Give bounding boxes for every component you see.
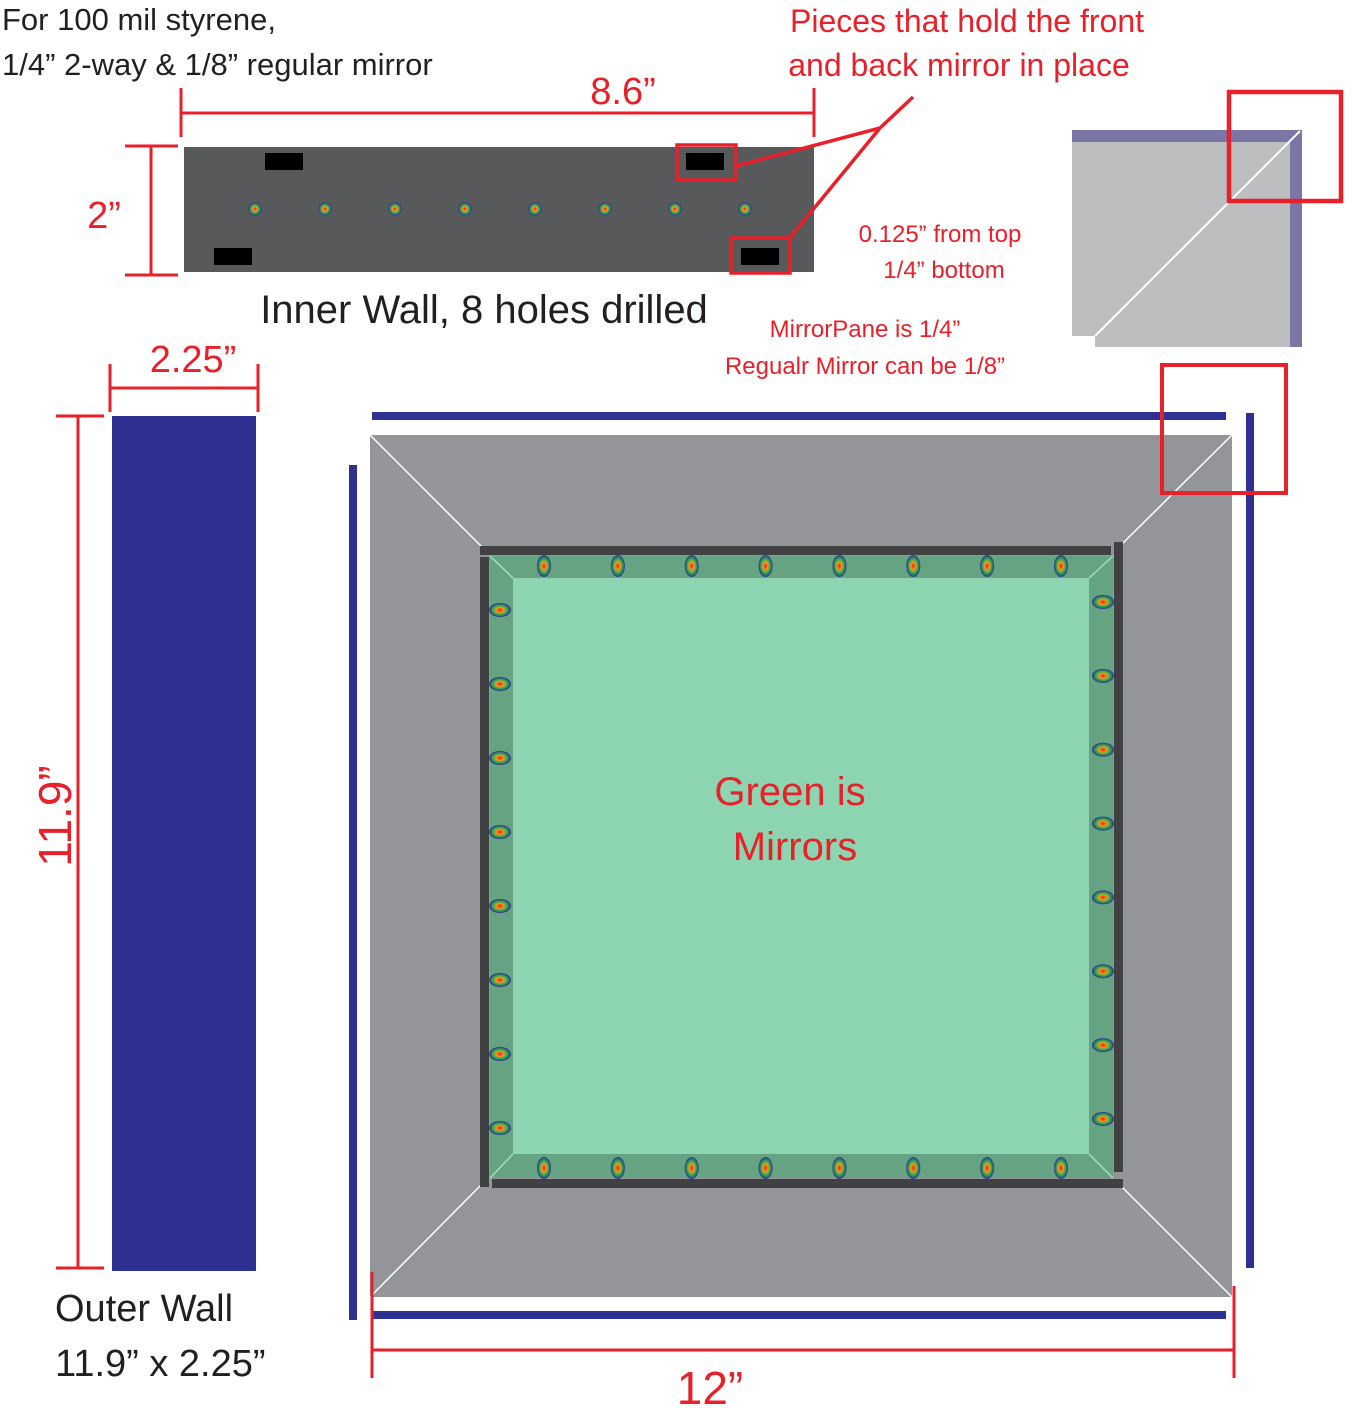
inner-wall-left: [480, 557, 489, 1187]
mirror-holder-block: [741, 248, 779, 265]
inner-wall-holes: [248, 202, 752, 216]
led: [832, 1157, 847, 1179]
mirror-center: [513, 578, 1089, 1154]
drill-hole: [388, 202, 402, 216]
drill-hole: [598, 202, 612, 216]
mirror-holder-block: [265, 153, 303, 170]
outer-wall-strip-right: [1246, 413, 1254, 1268]
assembly-top-view: [349, 363, 1288, 1320]
led: [489, 973, 511, 987]
outer-wall-strip-top: [372, 412, 1226, 420]
inner-wall-height-dimension: [125, 144, 178, 277]
mirror-holder-block: [214, 248, 252, 265]
offset-note-line2: 1/4” bottom: [883, 257, 1004, 284]
led: [489, 751, 511, 765]
inner-wall-width-dimension: [179, 88, 816, 137]
led: [758, 555, 773, 577]
mirror-note-line2: Mirrors: [733, 825, 857, 869]
inner-wall-bottom: [492, 1179, 1123, 1188]
led: [610, 1157, 625, 1179]
pieces-pointer-lines: [735, 95, 915, 242]
holder-highlight-box: [729, 236, 792, 275]
material-note-line2: 1/4” 2-way & 1/8” regular mirror: [2, 47, 433, 82]
led: [537, 1157, 551, 1179]
inner-wall-caption: Inner Wall, 8 holes drilled: [260, 288, 708, 332]
led: [1092, 595, 1114, 609]
mirror-note-line1: Green is: [714, 770, 865, 814]
led: [1092, 1038, 1114, 1053]
inner-wall-width-label: 8.6”: [590, 71, 655, 113]
offset-note-line1: 0.125” from top: [859, 221, 1022, 248]
led: [980, 555, 995, 577]
led: [1092, 1112, 1114, 1126]
pane-note-line2: Regualr Mirror can be 1/8”: [725, 353, 1005, 380]
drill-hole: [668, 202, 682, 216]
led: [1092, 816, 1114, 831]
led: [489, 899, 511, 913]
outer-wall-strip-left: [349, 465, 357, 1320]
led: [1092, 668, 1114, 683]
led: [906, 555, 921, 577]
drill-hole: [248, 202, 262, 216]
holder-highlight-box: [675, 143, 738, 182]
mirror-holder-block: [686, 153, 724, 170]
outer-wall-height-dimension: [56, 414, 104, 1270]
led: [537, 555, 551, 577]
outer-wall-height-label: 11.9”: [29, 765, 81, 866]
led: [1092, 890, 1114, 905]
outer-wall-caption-line2: 11.9” x 2.25”: [55, 1343, 266, 1385]
outer-wall-panel: [112, 416, 256, 1271]
led: [489, 1047, 511, 1061]
led: [906, 1157, 921, 1179]
led: [684, 555, 699, 577]
led: [1092, 742, 1114, 757]
outer-wall-width-label: 2.25”: [150, 339, 237, 381]
corner-detail: [1072, 89, 1344, 347]
led: [758, 1157, 773, 1179]
drill-hole: [458, 202, 472, 216]
led: [832, 555, 847, 577]
drill-hole: [738, 202, 752, 216]
inner-wall-top: [480, 546, 1111, 555]
led: [684, 1157, 699, 1179]
pieces-note-line1: Pieces that hold the front: [790, 3, 1144, 39]
led: [489, 1121, 511, 1135]
led: [1054, 555, 1068, 577]
led: [489, 825, 511, 839]
assembly-width-dimension: [370, 1272, 1236, 1378]
led: [610, 555, 625, 577]
inner-wall-right: [1114, 542, 1123, 1172]
led: [980, 1157, 995, 1179]
outer-wall-strip-bottom: [372, 1311, 1226, 1319]
assembly-width-label: 12”: [677, 1362, 743, 1414]
outer-wall-width-dimension: [108, 364, 260, 412]
pane-note-line1: MirrorPane is 1/4”: [770, 316, 961, 343]
material-note-line1: For 100 mil styrene,: [2, 2, 276, 37]
led: [1092, 964, 1114, 979]
led: [489, 677, 511, 691]
drill-hole: [318, 202, 332, 216]
pieces-note-line2: and back mirror in place: [788, 47, 1129, 83]
led: [489, 603, 511, 617]
led: [1054, 1157, 1068, 1179]
outer-wall-caption-line1: Outer Wall: [55, 1288, 233, 1330]
drill-hole: [528, 202, 542, 216]
inner-wall-height-label: 2”: [87, 195, 121, 237]
led-ring: [489, 555, 1114, 1179]
